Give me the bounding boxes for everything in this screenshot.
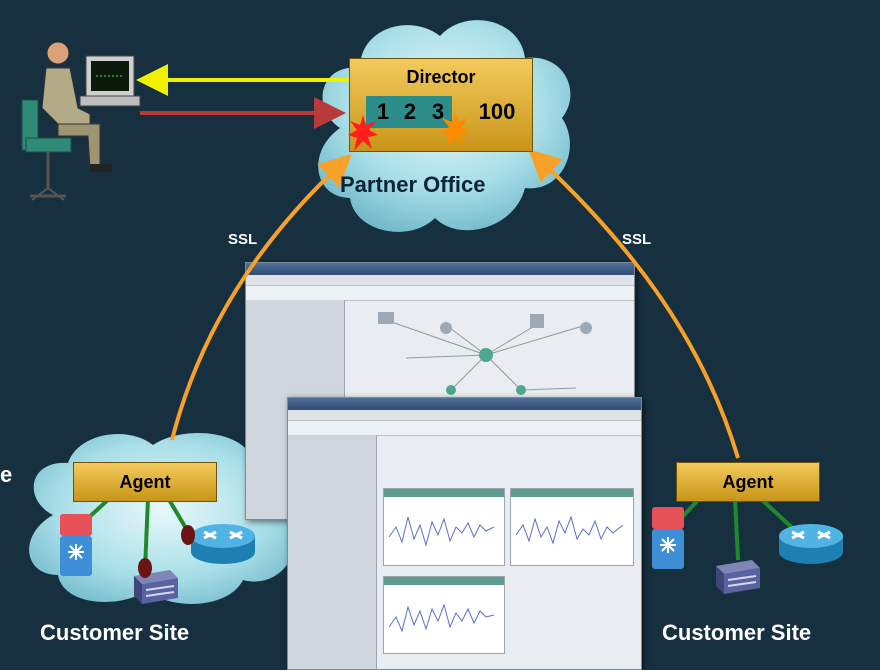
user-at-computer-icon xyxy=(21,41,141,201)
router-icon-right xyxy=(779,524,843,564)
agent-box-left: Agent xyxy=(73,462,217,502)
ssl-label-right: SSL xyxy=(622,231,652,248)
switch-icon-left xyxy=(134,570,178,604)
performance-window xyxy=(287,397,642,670)
partner-office-label: Partner Office xyxy=(340,172,486,197)
firewall-icon-right xyxy=(652,507,684,569)
customer-site-label-left: Customer Site xyxy=(40,620,190,645)
ssl-label-left: SSL xyxy=(228,231,258,248)
switch-icon-right xyxy=(716,560,760,594)
director-number-2: 2 xyxy=(396,96,424,128)
alarm-burst-red-icon xyxy=(348,115,378,151)
ssl-arrow-right xyxy=(528,149,740,459)
director-number-100: 100 xyxy=(478,99,516,124)
agent-box-right: Agent xyxy=(676,462,820,502)
firewall-icon-left xyxy=(60,514,92,576)
director-title: Director xyxy=(406,67,476,87)
alarm-burst-orange-icon xyxy=(440,112,470,148)
ssl-arrow-left xyxy=(170,154,352,441)
edge-letter: e xyxy=(0,462,13,487)
director-number-1: 1 xyxy=(366,96,400,128)
router-icon-left xyxy=(191,524,255,564)
customer-site-label-right: Customer Site xyxy=(662,620,812,645)
